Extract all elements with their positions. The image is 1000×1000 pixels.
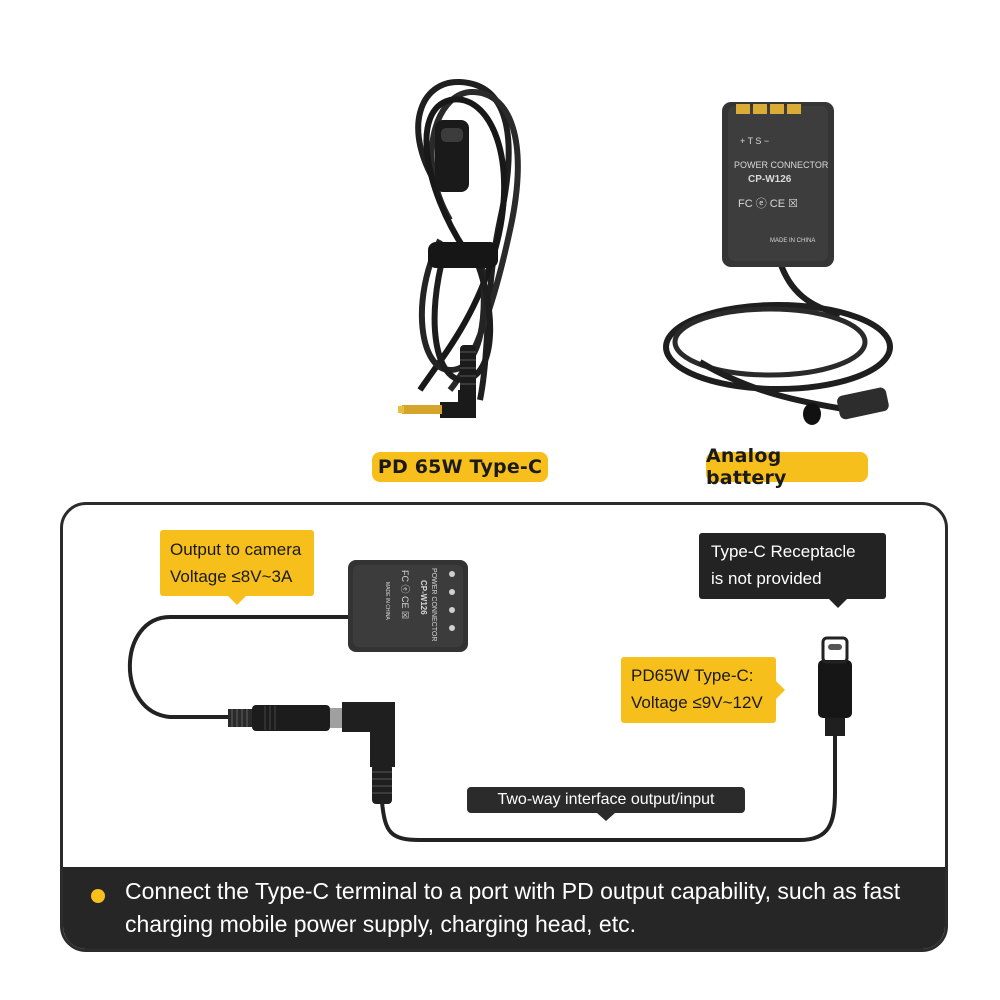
connection-diagram: POWER CONNECTOR CP-W126 FC ⓔ CE ☒ MADE I… (127, 560, 852, 842)
analog-battery-illustration: + T S − POWER CONNECTOR CP-W126 FC ⓔ CE … (663, 102, 893, 425)
diagram-battery-model: CP-W126 (419, 580, 428, 615)
receptacle-callout-pointer (829, 599, 847, 608)
receptacle-callout-title: Type-C Receptacle (711, 542, 856, 561)
diagram-battery-made-in: MADE IN CHINA (384, 582, 390, 620)
receptacle-callout: Type-C Receptacle is not provided (699, 533, 886, 599)
battery-imprint-title: POWER CONNECTOR (734, 160, 829, 170)
battery-contact-marks: + T S − (740, 136, 769, 146)
input-callout-pointer (776, 681, 785, 699)
input-callout-title: PD65W Type-C: (631, 666, 754, 685)
battery-label: Analog battery (706, 445, 868, 489)
battery-made-in: MADE IN CHINA (770, 238, 815, 244)
type-c-cable-illustration (398, 78, 521, 418)
input-callout: PD65W Type-C: Voltage ≤9V~12V (621, 657, 776, 723)
input-callout-voltage: Voltage ≤9V~12V (631, 693, 763, 712)
diagram-battery-marks: FC ⓔ CE ☒ (400, 570, 410, 619)
battery-imprint-model: CP-W126 (748, 174, 792, 185)
instruction-footer: Connect the Type-C terminal to a port wi… (63, 867, 945, 949)
interface-label: Two-way interface output/input (467, 787, 745, 813)
output-callout-pointer (228, 596, 246, 605)
output-callout-title: Output to camera (170, 540, 302, 559)
interface-label-pointer (597, 813, 615, 821)
diagram-battery-title: POWER CONNECTOR (430, 568, 437, 641)
output-callout-voltage: Voltage ≤8V~3A (170, 567, 293, 586)
bullet-icon (91, 889, 105, 903)
output-callout: Output to camera Voltage ≤8V~3A (160, 530, 314, 596)
instruction-text: Connect the Type-C terminal to a port wi… (125, 878, 901, 937)
battery-certification-marks: FC ⓔ CE ☒ (738, 197, 798, 210)
receptacle-callout-note: is not provided (711, 569, 822, 588)
cable-label: PD 65W Type-C (372, 452, 548, 482)
